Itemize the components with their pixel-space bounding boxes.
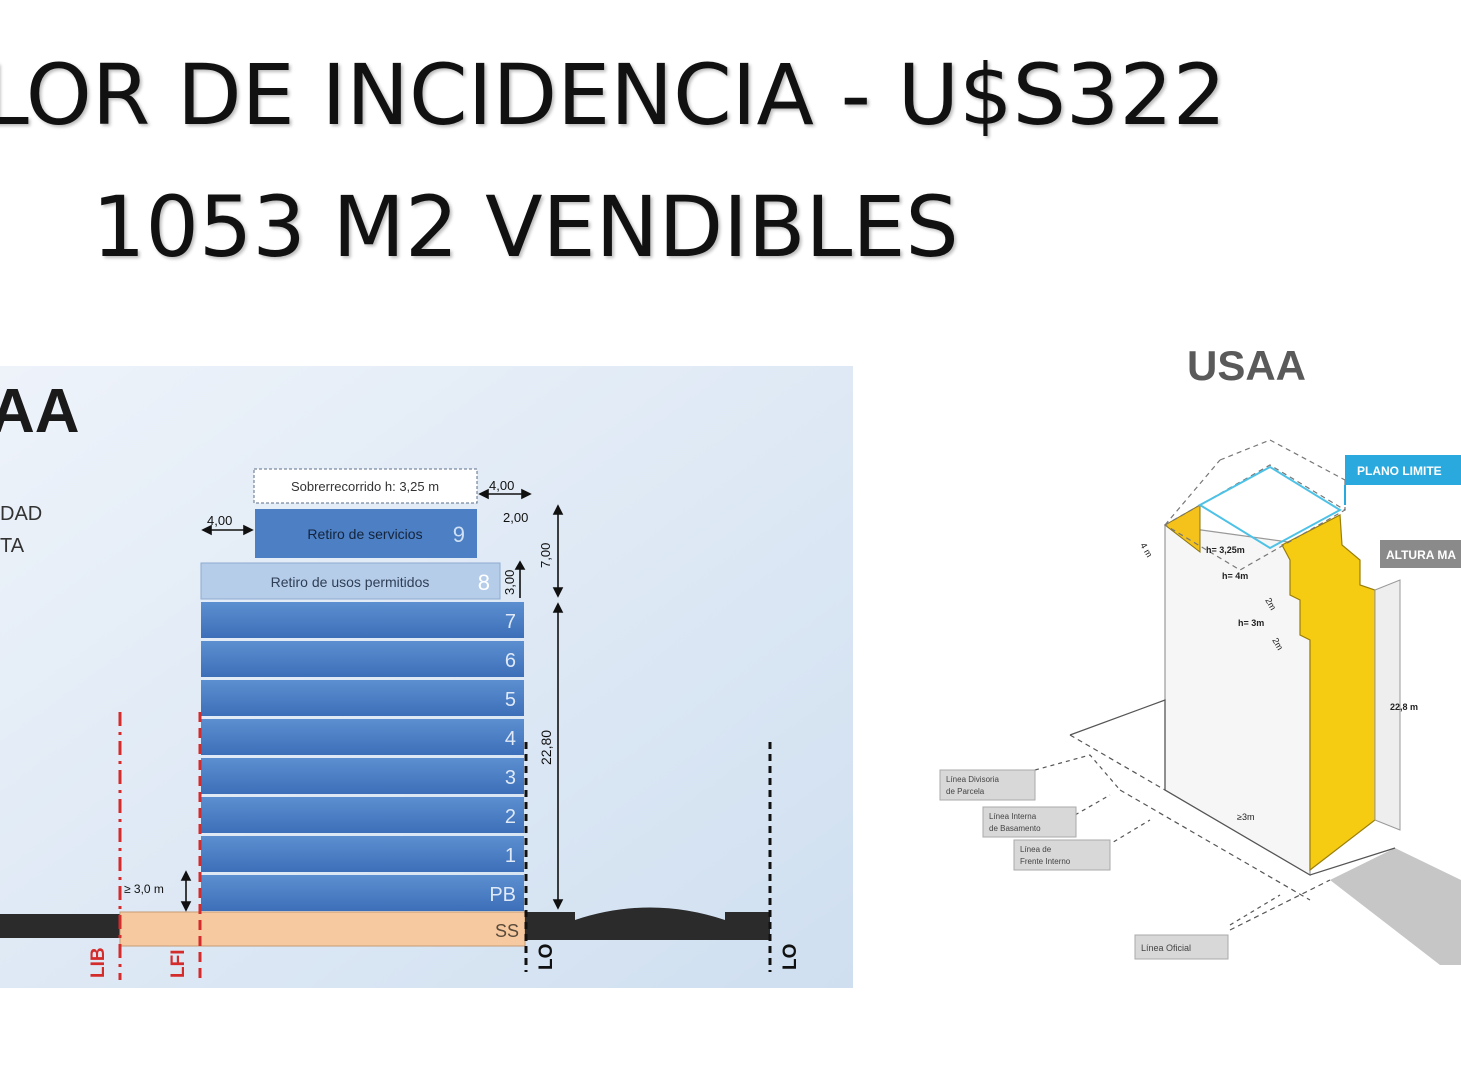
floor-label: 1	[505, 845, 516, 867]
divisoria-line-1: Línea Divisoria	[946, 775, 999, 784]
floor-block	[201, 602, 524, 638]
floor-label: 4	[505, 728, 516, 750]
dim-3m-label: ≥ 3,0 m	[124, 882, 164, 896]
retiro-servicios-label: Retiro de servicios	[307, 526, 422, 542]
retiro-servicios-block	[255, 509, 477, 558]
dim-700-label: 7,00	[538, 543, 553, 568]
dim-top-label: 4,00	[489, 478, 514, 493]
floor-label: 2	[505, 806, 516, 828]
slide-title-line-2: 1053 M2 VENDIBLES	[92, 178, 959, 276]
basement-label: SS	[495, 921, 519, 941]
floor-block	[201, 641, 524, 677]
floor-block	[201, 680, 524, 716]
floor-block	[201, 875, 524, 911]
dim-3m-label: ≥3m	[1237, 812, 1254, 822]
altura-max-label: ALTURA MA	[1386, 548, 1456, 562]
floor-block	[201, 758, 524, 794]
plano-limite-label: PLANO LIMITE	[1357, 464, 1442, 478]
plot-label-interna: Línea Interna de Basamento	[982, 806, 1077, 838]
floor-stack: 7 6 5 4 3 2 1 PB	[201, 602, 524, 911]
dim-2280-label: 22,80	[538, 730, 554, 765]
lfi-label: LFI	[168, 950, 189, 979]
plano-limite-tag	[1345, 455, 1461, 485]
floor-block	[201, 719, 524, 755]
yellow-facade	[1281, 514, 1376, 872]
retiro-usos-label: Retiro de usos permitidos	[271, 574, 430, 590]
floor-label: 7	[505, 611, 516, 633]
floor-block	[201, 836, 524, 872]
dim-228-label: 22,8 m	[1390, 702, 1418, 712]
neighbor-face	[1374, 579, 1401, 831]
frente-line-2: Frente Interno	[1020, 857, 1071, 866]
section-heading: AA	[0, 377, 80, 446]
lo-label-1: LO	[536, 944, 557, 970]
dimension-lines	[180, 488, 564, 912]
floor-label: 6	[505, 650, 516, 672]
ground-left	[0, 914, 120, 938]
h4-label: h= 4m	[1222, 571, 1248, 581]
floor-label: PB	[489, 884, 516, 906]
retiro-servicios-number: 9	[453, 522, 465, 547]
sidewalk	[1330, 848, 1461, 965]
oficial-label: Línea Oficial	[1141, 943, 1191, 953]
floor-block	[201, 797, 524, 833]
isometric-heading: USAA	[1187, 342, 1306, 389]
interna-line-2: de Basamento	[989, 824, 1041, 833]
floor-label: 3	[505, 767, 516, 789]
ground-right	[525, 907, 770, 940]
dim-300-label: 3,00	[502, 570, 517, 595]
sobrerrecorrido-label: Sobrerrecorrido h: 3,25 m	[291, 479, 439, 494]
divisoria-line-2: de Parcela	[946, 787, 985, 796]
lo-label-2: LO	[780, 944, 801, 970]
plot-label-frente: Línea de Frente Interno	[1013, 839, 1111, 871]
sobrerrecorrido-block	[253, 468, 478, 504]
section-side-note-2: TA	[0, 535, 25, 557]
h3-label: h= 3m	[1238, 618, 1264, 628]
plot-label-divisoria: Línea Divisoria de Parcela	[939, 769, 1036, 801]
h325-label: h= 3,25m	[1206, 545, 1245, 555]
dim-4m-label: 4 m	[1138, 541, 1154, 559]
retiro-usos-number: 8	[478, 570, 490, 595]
altura-max-tag	[1380, 540, 1461, 568]
dim-200-label: 2,00	[503, 510, 528, 525]
plot-label-oficial: Línea Oficial	[1134, 934, 1229, 960]
dim-left-label: 4,00	[207, 513, 232, 528]
interna-line-1: Línea Interna	[989, 812, 1037, 821]
frente-line-1: Línea de	[1020, 845, 1052, 854]
slide-title-line-1: LOR DE INCIDENCIA - U$S322	[0, 46, 1227, 144]
lib-label: LIB	[88, 947, 109, 978]
plano-limite-outline	[1198, 465, 1342, 550]
retiro-usos-block	[200, 562, 501, 600]
section-side-note-1: DAD	[0, 503, 42, 525]
floor-label: 5	[505, 689, 516, 711]
